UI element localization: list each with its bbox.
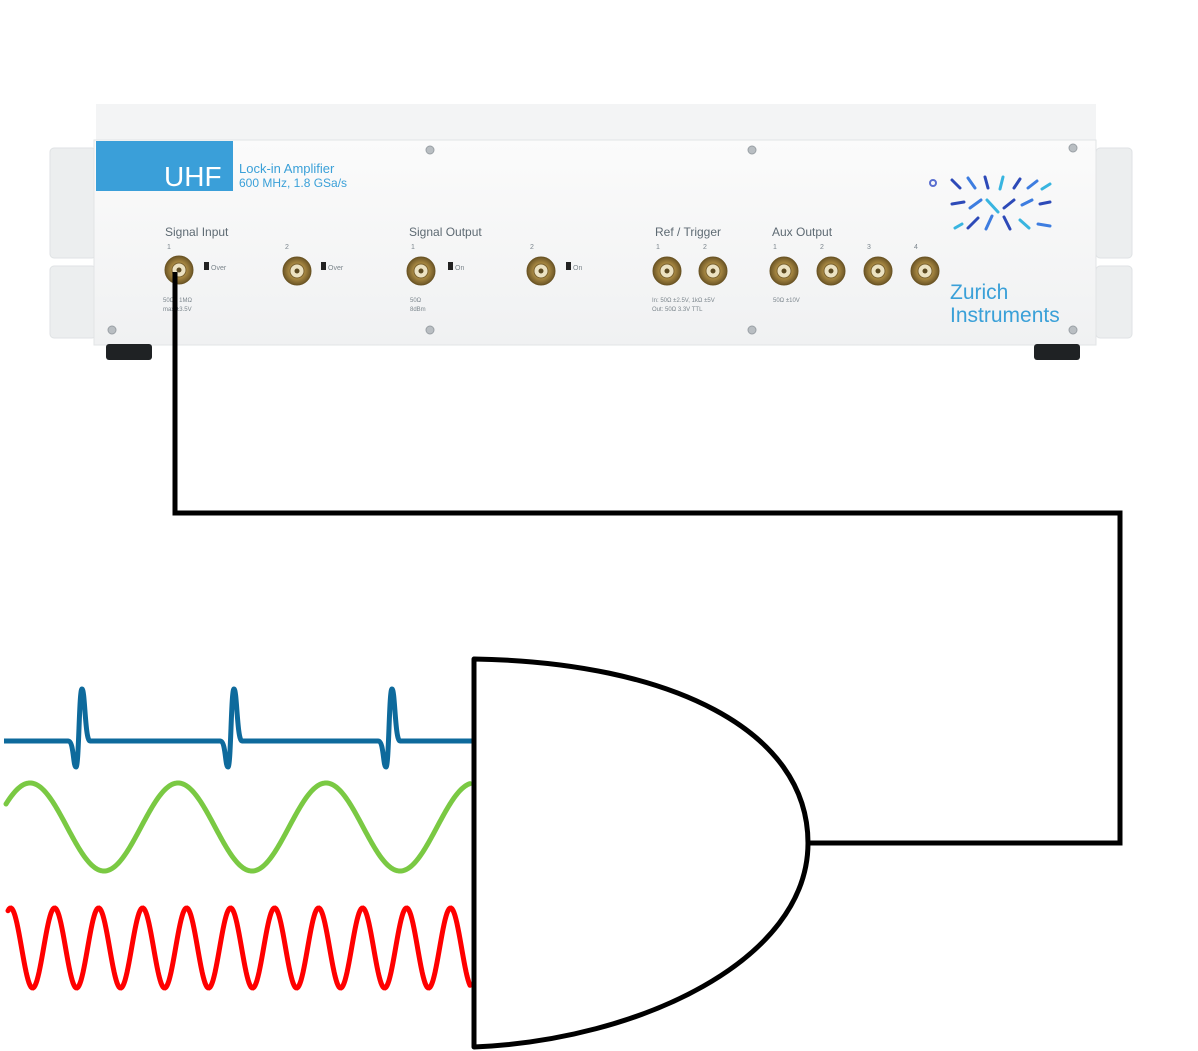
- channel-number: 1: [411, 244, 415, 251]
- led-indicator: [566, 262, 571, 270]
- zurich-instruments-logo-icon: [929, 175, 1052, 231]
- uhf-label: UHF: [164, 161, 222, 192]
- bnc-connector-icon[interactable]: [863, 256, 893, 286]
- product-name: Lock-in Amplifier: [239, 161, 335, 176]
- ref-trigger-section: Ref / Trigger 1 2 In: 50Ω ±2.5V, 1kΩ ±5V…: [652, 225, 721, 313]
- channel-number: 2: [820, 244, 824, 251]
- port-spec: Out: 50Ω 3.3V TTL: [652, 307, 703, 313]
- channel-number: 1: [656, 244, 660, 251]
- instrument-lid: [96, 104, 1096, 144]
- rack-ear-right-bottom: [1095, 265, 1133, 339]
- foot-left: [106, 344, 152, 360]
- bnc-connector-icon[interactable]: [406, 256, 436, 286]
- screw-icon: [107, 325, 117, 335]
- port-spec: 50Ω / 1MΩ: [163, 298, 192, 304]
- rack-ear-left-top: [49, 147, 97, 259]
- channel-number: 1: [167, 244, 171, 251]
- led-label: Over: [328, 265, 344, 272]
- bnc-connector-icon[interactable]: [526, 256, 556, 286]
- and-gate-icon: [471, 656, 811, 1050]
- screw-icon: [747, 325, 757, 335]
- signal-input-section: Signal Input 1 2 Over Over 50Ω / 1MΩ max…: [163, 225, 344, 313]
- bnc-connectors: [164, 255, 940, 286]
- channel-number: 4: [914, 244, 918, 251]
- bnc-connector-icon[interactable]: [769, 256, 799, 286]
- channel-number: 3: [867, 244, 871, 251]
- brand-name-line1: Zurich: [950, 281, 1008, 304]
- led-indicator: [448, 262, 453, 270]
- bnc-connector-icon[interactable]: [282, 256, 312, 286]
- led-indicator: [204, 262, 209, 270]
- brand-name-line2: Instruments: [950, 304, 1060, 327]
- channel-number: 2: [703, 244, 707, 251]
- pulse-train-signal: [4, 686, 474, 770]
- channel-number: 2: [530, 244, 534, 251]
- foot-right: [1034, 344, 1080, 360]
- bnc-connector-icon[interactable]: [164, 255, 194, 285]
- bnc-connector-icon[interactable]: [910, 256, 940, 286]
- signal-output-section: Signal Output 1 2 On On 50Ω 8dBm: [409, 225, 582, 313]
- led-label: On: [455, 265, 464, 272]
- port-spec: 8dBm: [410, 307, 426, 313]
- section-title: Signal Input: [165, 225, 229, 239]
- bnc-connector-icon[interactable]: [816, 256, 846, 286]
- port-spec: 50Ω: [410, 298, 422, 304]
- input-signals: [3, 686, 474, 991]
- led-indicator: [321, 262, 326, 270]
- connection-wire: [172, 272, 1123, 846]
- section-title: Aux Output: [772, 225, 833, 239]
- screw-icon: [1068, 143, 1078, 153]
- bnc-connector-icon[interactable]: [698, 256, 728, 286]
- front-panel: [93, 139, 1097, 346]
- port-spec: In: 50Ω ±2.5V, 1kΩ ±5V: [652, 298, 715, 304]
- uhf-brand-block: [96, 141, 233, 191]
- screw-icon: [747, 145, 757, 155]
- led-label: Over: [211, 265, 227, 272]
- lock-in-amplifier: UHF Lock-in Amplifier 600 MHz, 1.8 GSa/s: [49, 104, 1133, 360]
- rack-ear-left-bottom: [49, 265, 97, 339]
- led-label: On: [573, 265, 582, 272]
- rack-ear-right-top: [1095, 147, 1133, 259]
- screw-icon: [425, 145, 435, 155]
- channel-number: 2: [285, 244, 289, 251]
- aux-output-section: Aux Output 1 2 3 4 50Ω ±10V: [772, 225, 918, 304]
- section-title: Ref / Trigger: [655, 225, 721, 239]
- section-title: Signal Output: [409, 225, 482, 239]
- screw-icon: [425, 325, 435, 335]
- product-spec: 600 MHz, 1.8 GSa/s: [239, 176, 347, 190]
- port-spec: 50Ω ±10V: [773, 298, 800, 304]
- high-frequency-sine-signal: [5, 905, 473, 991]
- channel-number: 1: [773, 244, 777, 251]
- screw-icon: [1068, 325, 1078, 335]
- bnc-connector-icon[interactable]: [652, 256, 682, 286]
- low-frequency-sine-signal: [3, 780, 473, 874]
